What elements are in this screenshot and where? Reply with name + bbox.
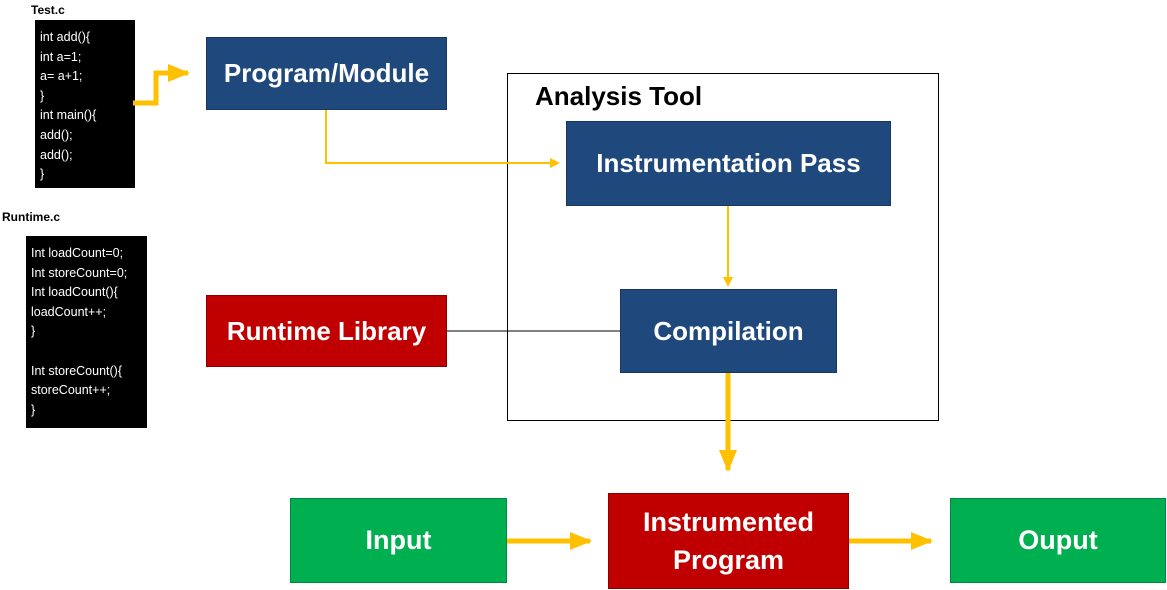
test-code-block: int add(){ int a=1; a= a+1; } int main()… [35,20,135,188]
runtime-file-label: Runtime.c [2,210,61,224]
instrumentation-pass-label: Instrumentation Pass [596,148,861,178]
program-module-box: Program/Module [206,37,447,110]
input-label: Input [365,525,432,555]
input-box: Input [290,498,507,583]
code-line: add(); [40,127,73,142]
code-line: Int loadCount(){ [31,285,118,300]
code-line: } [40,88,45,103]
instrumented-program-label-line1: Instrumented [642,507,815,537]
test-file-label: Test.c [31,3,65,17]
code-line: Int loadCount=0; [31,246,124,260]
runtime-library-box: Runtime Library [206,295,447,367]
program-module-label: Program/Module [223,58,430,88]
code-line: int add(){ [40,30,91,44]
code-line: } [31,324,36,339]
runtime-library-label: Runtime Library [226,315,427,346]
code-line: int main(){ [40,108,97,123]
code-line: int a=1; [40,49,82,64]
code-line: } [31,402,36,417]
code-line: storeCount++; [31,383,111,398]
instrumented-program-label-line2: Program [672,545,785,575]
code-line: add(); [40,147,73,162]
compilation-label: Compilation [653,315,804,346]
code-line: a= a+1; [40,69,83,84]
instrumentation-pass-box: Instrumentation Pass [566,121,891,206]
analysis-tool-frame [507,73,939,421]
output-box: Ouput [950,498,1166,583]
code-line: loadCount++; [31,304,107,319]
code-line: Int storeCount(){ [31,363,123,378]
output-label: Ouput [1018,525,1098,555]
compilation-box: Compilation [620,289,837,373]
arrow-program-to-instrumentation [325,110,560,168]
code-line: } [40,167,45,182]
code-line: Int storeCount=0; [31,265,128,280]
instrumented-program-box: Instrumented Program [608,493,849,589]
analysis-tool-title: Analysis Tool [535,81,703,111]
runtime-code-block: Int loadCount=0; Int storeCount=0; Int l… [26,236,147,428]
arrow-test-to-program [133,64,190,106]
